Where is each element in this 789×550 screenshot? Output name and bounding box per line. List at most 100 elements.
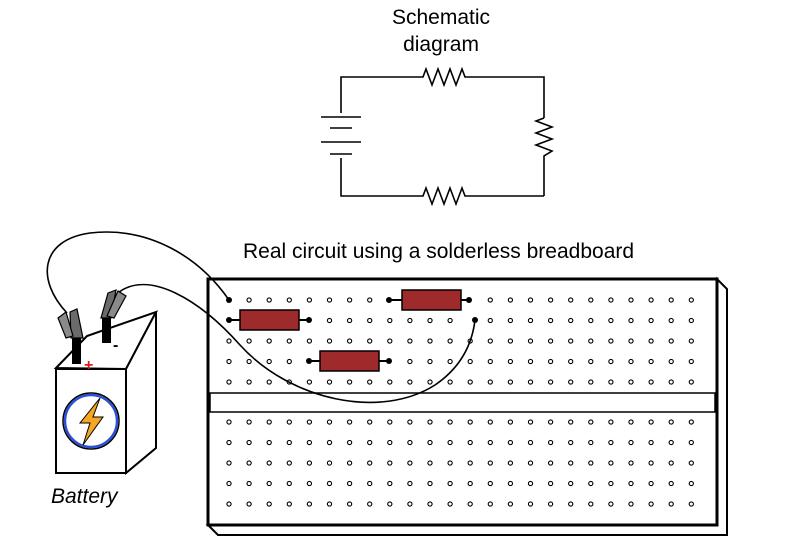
breadboard-hole <box>246 480 252 487</box>
breadboard-hole <box>447 501 453 507</box>
breadboard-hole <box>688 501 694 507</box>
breadboard-hole <box>286 297 292 303</box>
breadboard-hole <box>527 317 534 324</box>
positive-symbol: + <box>84 357 93 374</box>
breadboard-hole <box>608 501 614 507</box>
breadboard-hole <box>668 338 674 344</box>
breadboard-hole <box>668 501 674 507</box>
breadboard-hole <box>427 460 433 466</box>
breadboard-hole <box>427 439 433 446</box>
breadboard-hole <box>648 419 654 425</box>
breadboard-hole <box>286 501 292 507</box>
breadboard-hole <box>568 480 574 487</box>
breadboard-hole <box>568 358 574 365</box>
breadboard-hole <box>286 460 292 466</box>
breadboard-hole <box>487 317 493 324</box>
breadboard-hole <box>306 439 313 446</box>
breadboard-hole <box>668 297 674 303</box>
breadboard-hole <box>668 317 674 324</box>
breadboard-hole <box>547 439 554 446</box>
breadboard-hole <box>266 439 272 446</box>
breadboard-hole <box>487 358 493 365</box>
breadboard-hole <box>568 501 574 507</box>
breadboard-hole <box>648 480 654 487</box>
breadboard-hole <box>688 338 694 344</box>
breadboard-hole <box>246 297 252 303</box>
breadboard-hole <box>346 379 353 385</box>
breadboard-hole <box>668 358 674 365</box>
breadboard-hole <box>608 460 614 466</box>
breadboard-hole <box>346 297 353 303</box>
breadboard-hole <box>467 439 473 446</box>
breadboard-hole <box>326 501 333 507</box>
breadboard-hole <box>266 379 272 385</box>
schematic-battery-symbol <box>321 116 361 155</box>
breadboard-hole <box>608 419 614 425</box>
breadboard-hole <box>688 358 694 365</box>
breadboard-hole <box>568 419 574 425</box>
breadboard-hole <box>527 480 534 487</box>
breadboard-hole <box>628 460 634 466</box>
breadboard-hole <box>326 439 333 446</box>
breadboard-hole <box>668 460 674 466</box>
breadboard-resistors <box>226 289 478 372</box>
breadboard-hole <box>226 460 232 466</box>
breadboard-hole <box>487 480 493 487</box>
breadboard-hole <box>306 480 313 487</box>
breadboard-hole <box>568 317 574 324</box>
battery-positive-terminal <box>72 337 81 364</box>
breadboard-hole <box>407 358 413 365</box>
breadboard-hole <box>306 379 313 385</box>
breadboard-hole <box>568 338 574 344</box>
breadboard-hole <box>387 338 393 344</box>
breadboard-hole <box>326 480 333 487</box>
breadboard-hole <box>588 379 594 385</box>
schematic-right-resistor <box>533 117 555 196</box>
breadboard-hole <box>467 480 473 487</box>
breadboard-hole <box>608 358 614 365</box>
breadboard-hole <box>507 480 514 487</box>
breadboard-hole <box>266 419 272 425</box>
schematic-diagram: Schematic diagram <box>321 6 555 207</box>
breadboard-hole <box>487 379 493 385</box>
breadboard-hole <box>326 379 333 385</box>
breadboard-hole <box>688 419 694 425</box>
breadboard-hole <box>367 379 373 385</box>
breadboard-hole <box>306 338 313 344</box>
breadboard-hole <box>688 317 694 324</box>
breadboard-hole <box>527 338 534 344</box>
breadboard-hole <box>367 439 373 446</box>
breadboard-hole <box>568 297 574 303</box>
breadboard-hole <box>487 419 493 425</box>
breadboard-hole <box>547 297 554 303</box>
alligator-clip-negative <box>100 289 127 319</box>
breadboard-hole <box>628 317 634 324</box>
breadboard-hole <box>507 460 514 466</box>
schematic-title-line2: diagram <box>403 33 479 56</box>
breadboard-hole <box>226 338 232 344</box>
breadboard-hole <box>628 338 634 344</box>
breadboard-hole <box>588 439 594 446</box>
breadboard-hole <box>226 358 232 365</box>
breadboard-hole <box>306 460 313 466</box>
breadboard-hole <box>668 379 674 385</box>
breadboard-hole <box>487 338 493 344</box>
breadboard-hole <box>266 460 272 466</box>
breadboard-hole <box>387 419 393 425</box>
breadboard-hole <box>568 379 574 385</box>
breadboard-hole <box>246 379 252 385</box>
breadboard-hole <box>246 439 252 446</box>
breadboard-hole <box>507 297 514 303</box>
breadboard-hole <box>527 439 534 446</box>
breadboard-hole <box>306 419 313 425</box>
breadboard-hole <box>487 460 493 466</box>
breadboard-hole <box>588 460 594 466</box>
breadboard-hole <box>547 338 554 344</box>
breadboard-hole <box>648 297 654 303</box>
breadboard-hole <box>628 358 634 365</box>
schematic-title-line1: Schematic <box>392 6 490 29</box>
breadboard-hole <box>326 460 333 466</box>
breadboard-hole <box>346 480 353 487</box>
breadboard-hole <box>387 317 393 324</box>
